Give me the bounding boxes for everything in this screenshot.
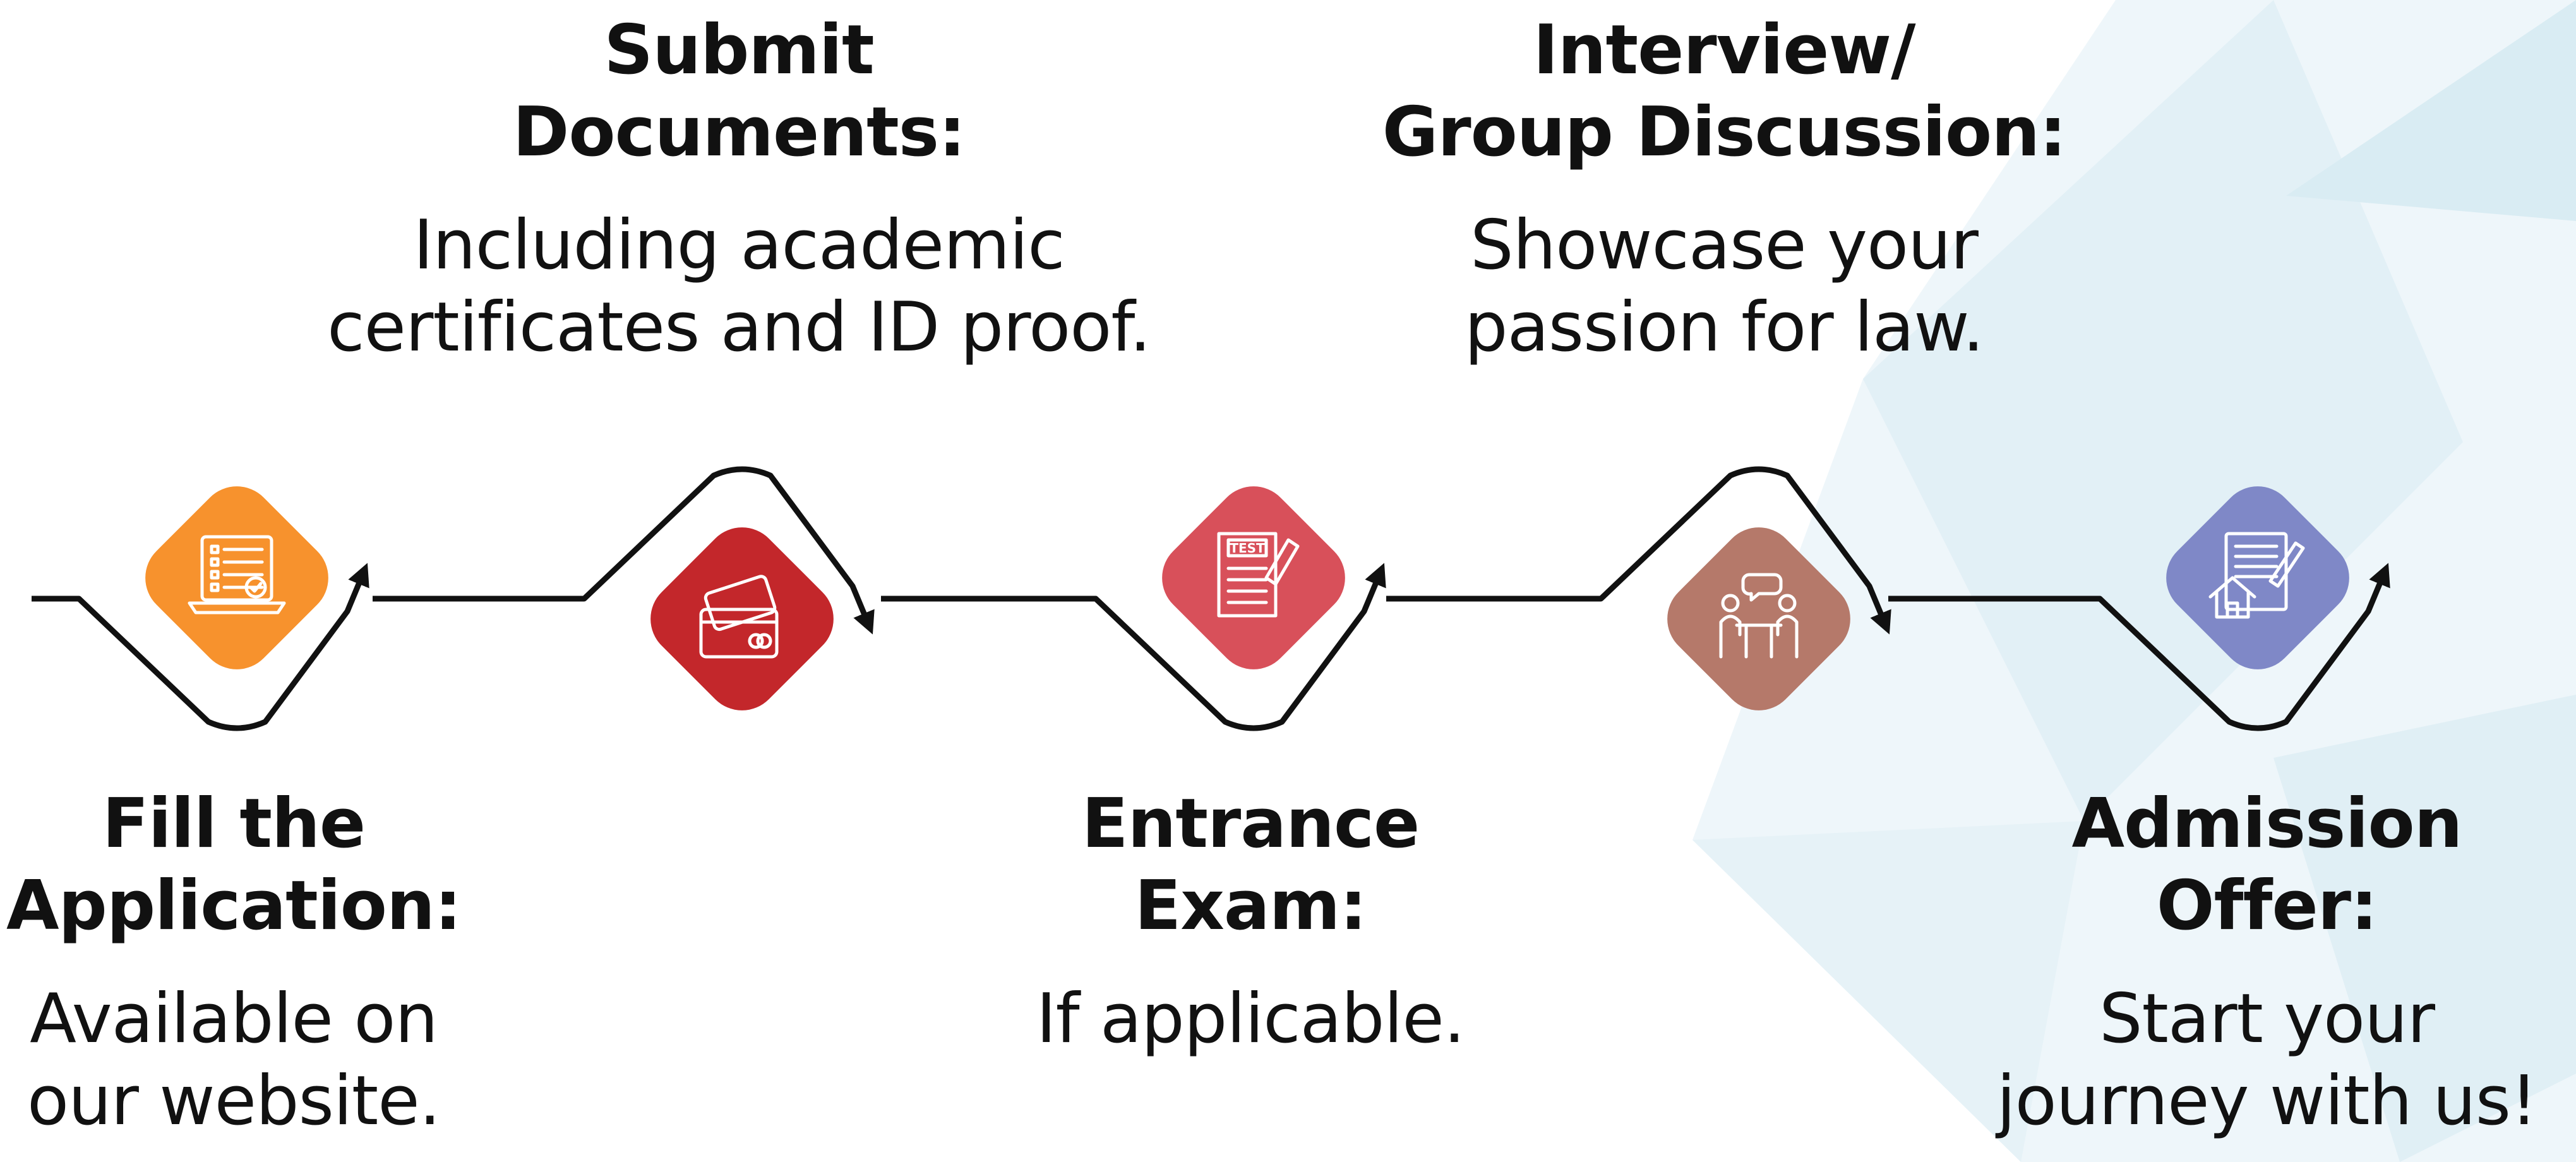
step-description: If applicable. [998,978,1503,1060]
application-form-icon [188,535,286,614]
description-line: Including academic [413,206,1065,285]
connector-line [32,563,369,731]
step-node: TEST [1162,486,1345,669]
bg-shape-mid [1863,0,2463,821]
step-diamond [650,527,834,710]
bg-shape-bottom [2273,695,2576,1162]
step-diamond [145,486,328,669]
step-interview: Interview/ Group Discussion: Showcase yo… [1351,9,2097,368]
step-title: Submit Documents: [272,9,1206,173]
title-line: Application: [6,866,462,945]
step-submit-documents: Submit Documents: Including academic cer… [272,9,1206,368]
description-line: Start your [2099,979,2435,1059]
description-line: passion for law. [1465,287,1984,367]
title-line: Fill the [102,784,366,863]
step-diamond [1667,527,1850,710]
step-admission-offer: Admission Offer: Start your journey with… [1958,783,2576,1142]
step-node [2166,486,2349,669]
title-line: Documents: [512,92,966,172]
bg-shape-top [2286,0,2576,221]
step-title: Interview/ Group Discussion: [1351,9,2097,173]
title-line: Interview/ [1533,11,1915,90]
title-line: Admission [2071,784,2462,863]
connector-line [373,466,875,635]
step-title: Admission Offer: [1958,783,2576,947]
title-line: Offer: [2156,866,2378,945]
connector-line [1386,466,1891,635]
title-line: Group Discussion: [1382,92,2067,172]
connector-line [881,563,1386,731]
connector-lines [32,466,2390,731]
test-paper-icon: TEST [1217,532,1300,618]
interview-icon [1719,573,1799,659]
step-description: Showcase your passion for law. [1351,205,2097,368]
step-node [145,486,328,669]
title-line: Entrance [1081,784,1420,863]
title-line: Exam: [1134,866,1367,945]
step-diamond [1162,486,1345,669]
step-title: Fill the Application: [0,783,467,947]
step-node [1667,527,1850,710]
step-title: Entrance Exam: [998,783,1503,947]
id-card-icon [699,575,779,659]
step-nodes: TEST [145,486,2349,710]
step-node [650,527,834,710]
admission-letter-icon [2208,532,2305,619]
step-entrance-exam: Entrance Exam: If applicable. [998,783,1503,1060]
description-line: journey with us! [1996,1061,2538,1141]
description-line: If applicable. [1036,979,1465,1059]
description-line: certificates and ID proof. [327,287,1151,367]
description-line: our website. [27,1061,441,1141]
bg-shape-corner [1692,821,2084,1162]
description-line: Showcase your [1470,206,1979,285]
step-description: Including academic certificates and ID p… [272,205,1206,368]
step-fill-application: Fill the Application: Available on our w… [0,783,467,1142]
step-description: Available on our website. [0,978,467,1142]
test-label: TEST [1230,541,1265,556]
description-line: Available on [30,979,438,1059]
step-description: Start your journey with us! [1958,978,2576,1142]
connector-line [1888,563,2390,731]
title-line: Submit [604,11,874,90]
